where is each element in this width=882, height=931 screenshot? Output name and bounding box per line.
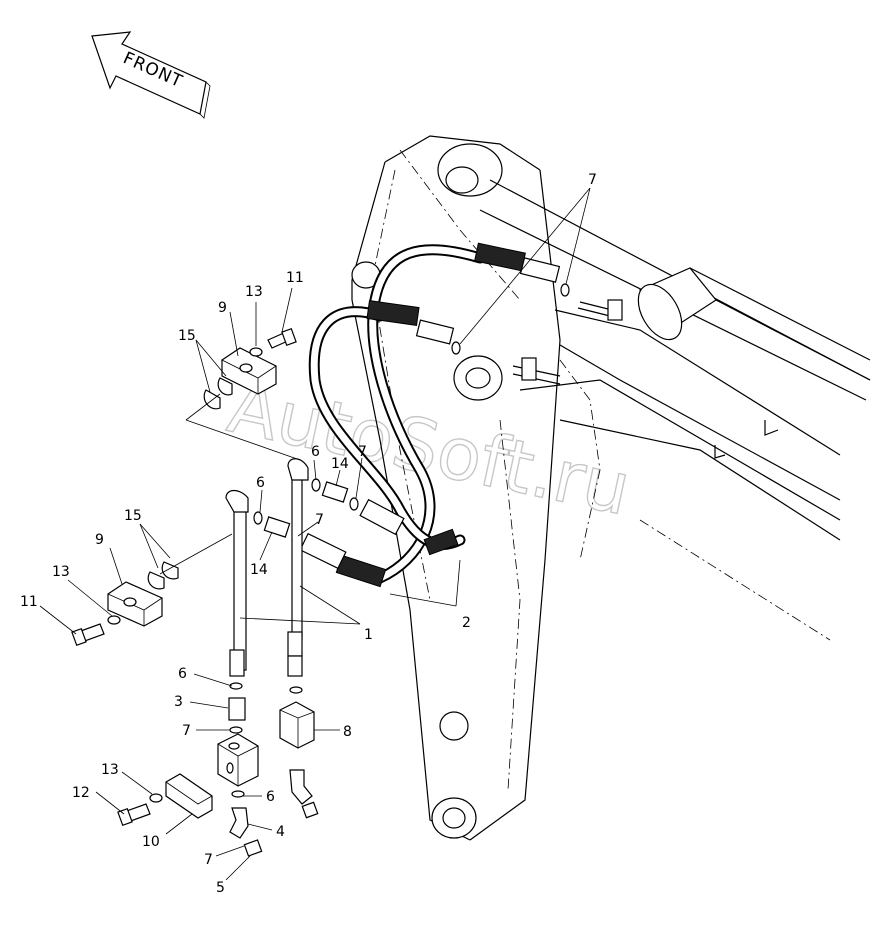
callout-9-top: 9 [218,300,227,316]
connector-block [217,733,259,787]
callout-9-left: 9 [95,532,104,548]
callout-11-top: 11 [286,270,304,286]
clamp-group-top [203,327,297,410]
elbow-4 [229,807,249,839]
clamp-group-left [71,561,179,647]
callout-13-left: 13 [52,564,70,580]
leader-lines [39,187,591,881]
callout-7-mid: 7 [358,444,367,460]
callout-15-left: 15 [124,508,142,524]
callout-6-low: 6 [178,666,187,682]
cap-5-right [301,801,319,819]
callout-14-mid: 14 [331,456,349,472]
callout-2: 2 [462,615,471,631]
hose-crimp-sleeves [335,242,526,588]
adapter-14-mid [321,481,349,503]
callout-labels: 7 11 13 9 15 6 14 7 6 7 14 15 9 13 11 1 … [20,172,597,896]
callout-5: 5 [216,880,225,896]
callout-6-bottom: 6 [266,789,275,805]
adapter-14-left [263,516,291,538]
callout-6-mid: 6 [311,444,320,460]
callout-1: 1 [364,627,373,643]
callout-7-left: 7 [315,512,324,528]
callout-15-top: 15 [178,328,196,344]
elbow-4-right [289,769,313,805]
callout-10: 10 [142,834,160,850]
callout-11-left: 11 [20,594,38,610]
callout-4: 4 [276,824,285,840]
callout-12: 12 [72,785,90,801]
callout-14-left: 14 [250,562,268,578]
hose-assembly [299,242,561,588]
steel-tubes [225,458,309,677]
clamp-group-bottom [117,773,213,827]
callout-6-left: 6 [256,475,265,491]
callout-7-bottom: 7 [204,852,213,868]
callout-8: 8 [343,724,352,740]
block-8 [279,701,315,749]
callout-13-top: 13 [245,284,263,300]
callout-7-top: 7 [588,172,597,188]
connector-3 [228,697,246,721]
boom-structure [351,135,871,841]
callout-13-bottom: 13 [101,762,119,778]
front-direction-arrow: FRONT [91,31,211,119]
callout-7-low: 7 [182,723,191,739]
callout-3: 3 [174,694,183,710]
cap-5 [243,839,263,857]
